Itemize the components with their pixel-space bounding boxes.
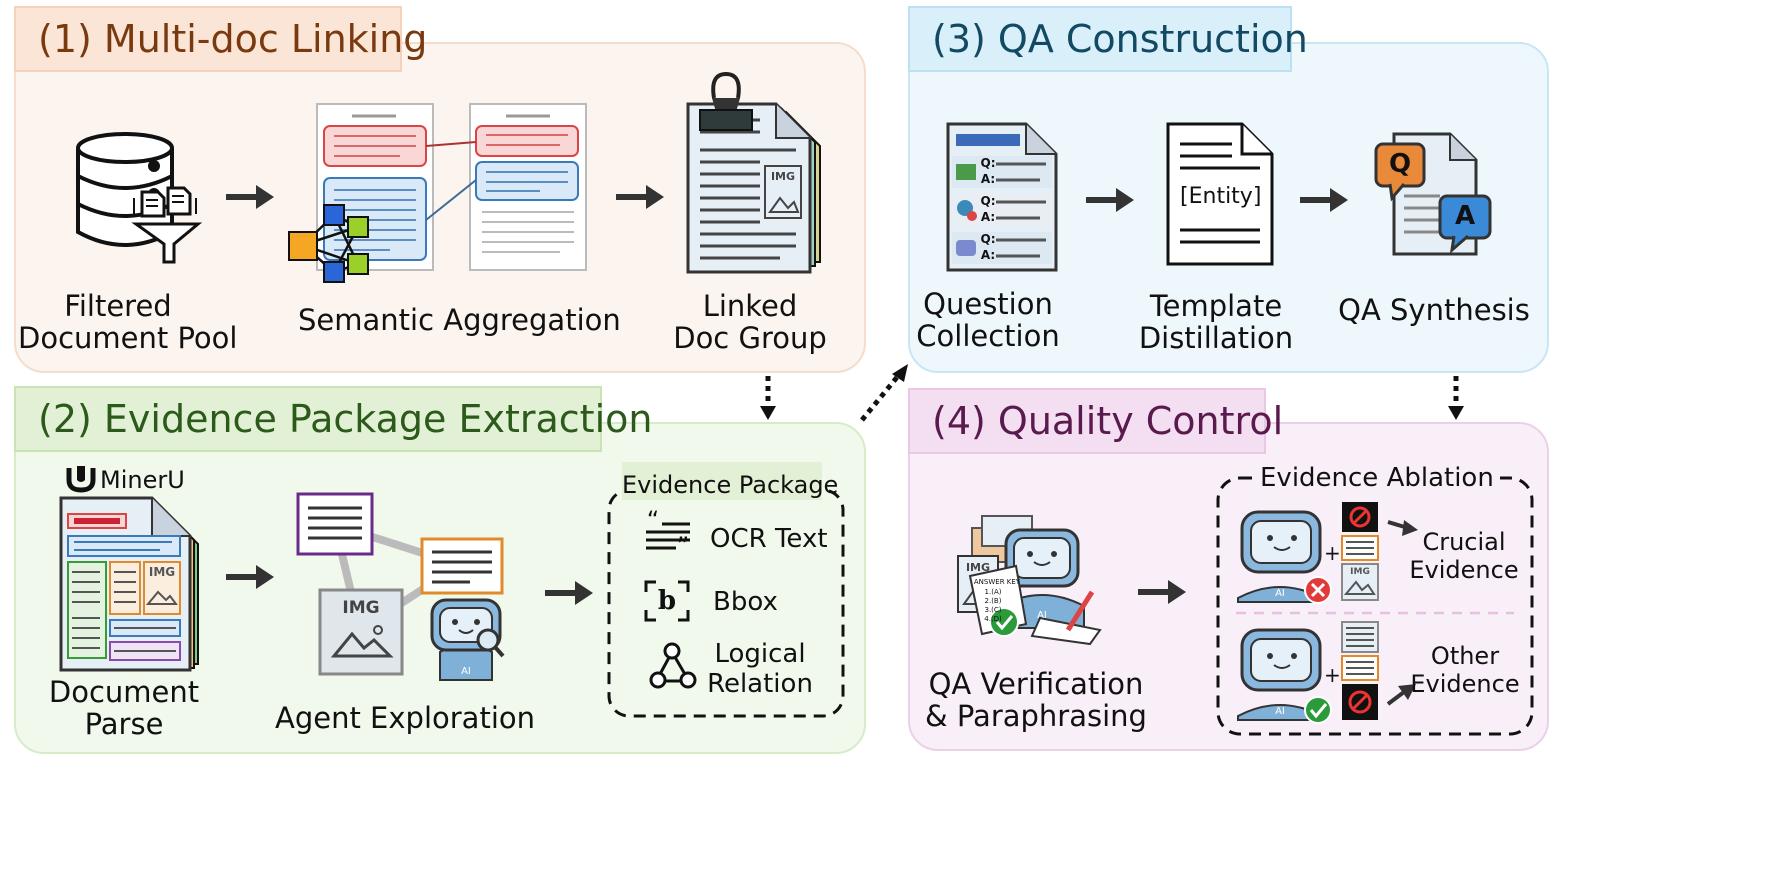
label-crucial: Crucial bbox=[1422, 528, 1506, 556]
label-semantic-aggregation: Semantic Aggregation bbox=[298, 303, 621, 337]
bbox-glyph: b bbox=[657, 586, 677, 616]
parse-img-tag: IMG bbox=[148, 565, 176, 579]
panel-2-title: (2) Evidence Package Extraction bbox=[14, 386, 652, 452]
q-mark-3: Q: bbox=[980, 232, 996, 246]
quote-open-glyph: “ bbox=[646, 506, 660, 534]
q-mark-1: Q: bbox=[980, 156, 996, 170]
answer-key-line-2: 2.(B) bbox=[984, 597, 1002, 605]
label-template: Template bbox=[1149, 289, 1283, 323]
crucial-plus: + bbox=[1324, 541, 1341, 565]
evidence-package-title: Evidence Package bbox=[622, 471, 839, 499]
label-qa-verification: QA Verification bbox=[928, 667, 1144, 701]
label-collection: Collection bbox=[916, 319, 1060, 353]
label-crucial-evidence: Evidence bbox=[1409, 556, 1519, 584]
entity-text: Entity bbox=[1188, 184, 1253, 209]
ocr-text-label: OCR Text bbox=[710, 524, 828, 554]
a-bubble-text: A bbox=[1454, 201, 1476, 231]
q-bubble-text: Q bbox=[1388, 149, 1412, 179]
answer-key-line-4: 4.(D) bbox=[984, 615, 1002, 623]
label-qa-synthesis: QA Synthesis bbox=[1338, 293, 1530, 327]
a-mark-1: A: bbox=[980, 172, 996, 186]
label-paraphrasing: & Paraphrasing bbox=[925, 699, 1147, 733]
panel-3-title: (3) QA Construction bbox=[908, 6, 1308, 72]
label-filtered: Filtered bbox=[64, 289, 172, 323]
label-other-evidence: Evidence bbox=[1410, 670, 1520, 698]
answer-key-line-1: 1.(A) bbox=[984, 588, 1002, 596]
answer-key-title: ANSWER KEY bbox=[973, 578, 1021, 586]
agent-ai-tag: AI bbox=[461, 666, 471, 677]
mineru-label: MinerU bbox=[100, 466, 185, 494]
relation-label: Relation bbox=[707, 669, 813, 699]
a-mark-3: A: bbox=[980, 248, 996, 262]
label-document-pool: Document Pool bbox=[18, 321, 238, 355]
bbox-label: Bbox bbox=[713, 587, 778, 617]
label-other: Other bbox=[1430, 642, 1500, 670]
label-doc-group: Doc Group bbox=[673, 321, 827, 355]
linked-doc-img-tag: IMG bbox=[770, 170, 796, 183]
other-plus: + bbox=[1324, 663, 1341, 687]
a-mark-2: A: bbox=[980, 210, 996, 224]
label-document: Document bbox=[48, 675, 200, 709]
label-agent-exploration: Agent Exploration bbox=[275, 701, 535, 735]
evidence-ablation-title: Evidence Ablation bbox=[1260, 463, 1494, 493]
logical-label: Logical bbox=[714, 639, 806, 669]
other-ai-tag: AI bbox=[1275, 706, 1285, 717]
quote-close-glyph: ” bbox=[676, 532, 690, 560]
entity-placeholder: [Entity] bbox=[1180, 184, 1262, 209]
q-mark-2: Q: bbox=[980, 194, 996, 208]
crucial-img-tag: IMG bbox=[1350, 567, 1370, 577]
panel-1-title: (1) Multi-doc Linking bbox=[14, 6, 427, 72]
label-parse: Parse bbox=[84, 707, 164, 741]
label-question: Question bbox=[923, 287, 1053, 321]
label-linked: Linked bbox=[702, 289, 798, 323]
answer-key-line-3: 3.(C) bbox=[984, 606, 1002, 614]
verification-img-tag: IMG bbox=[965, 561, 991, 574]
agent-img-tag: IMG bbox=[342, 598, 380, 618]
label-distillation: Distillation bbox=[1138, 321, 1294, 355]
panel-4-title: (4) Quality Control bbox=[908, 388, 1283, 454]
verification-ai-tag: AI bbox=[1037, 610, 1047, 621]
crucial-ai-tag: AI bbox=[1275, 588, 1285, 599]
